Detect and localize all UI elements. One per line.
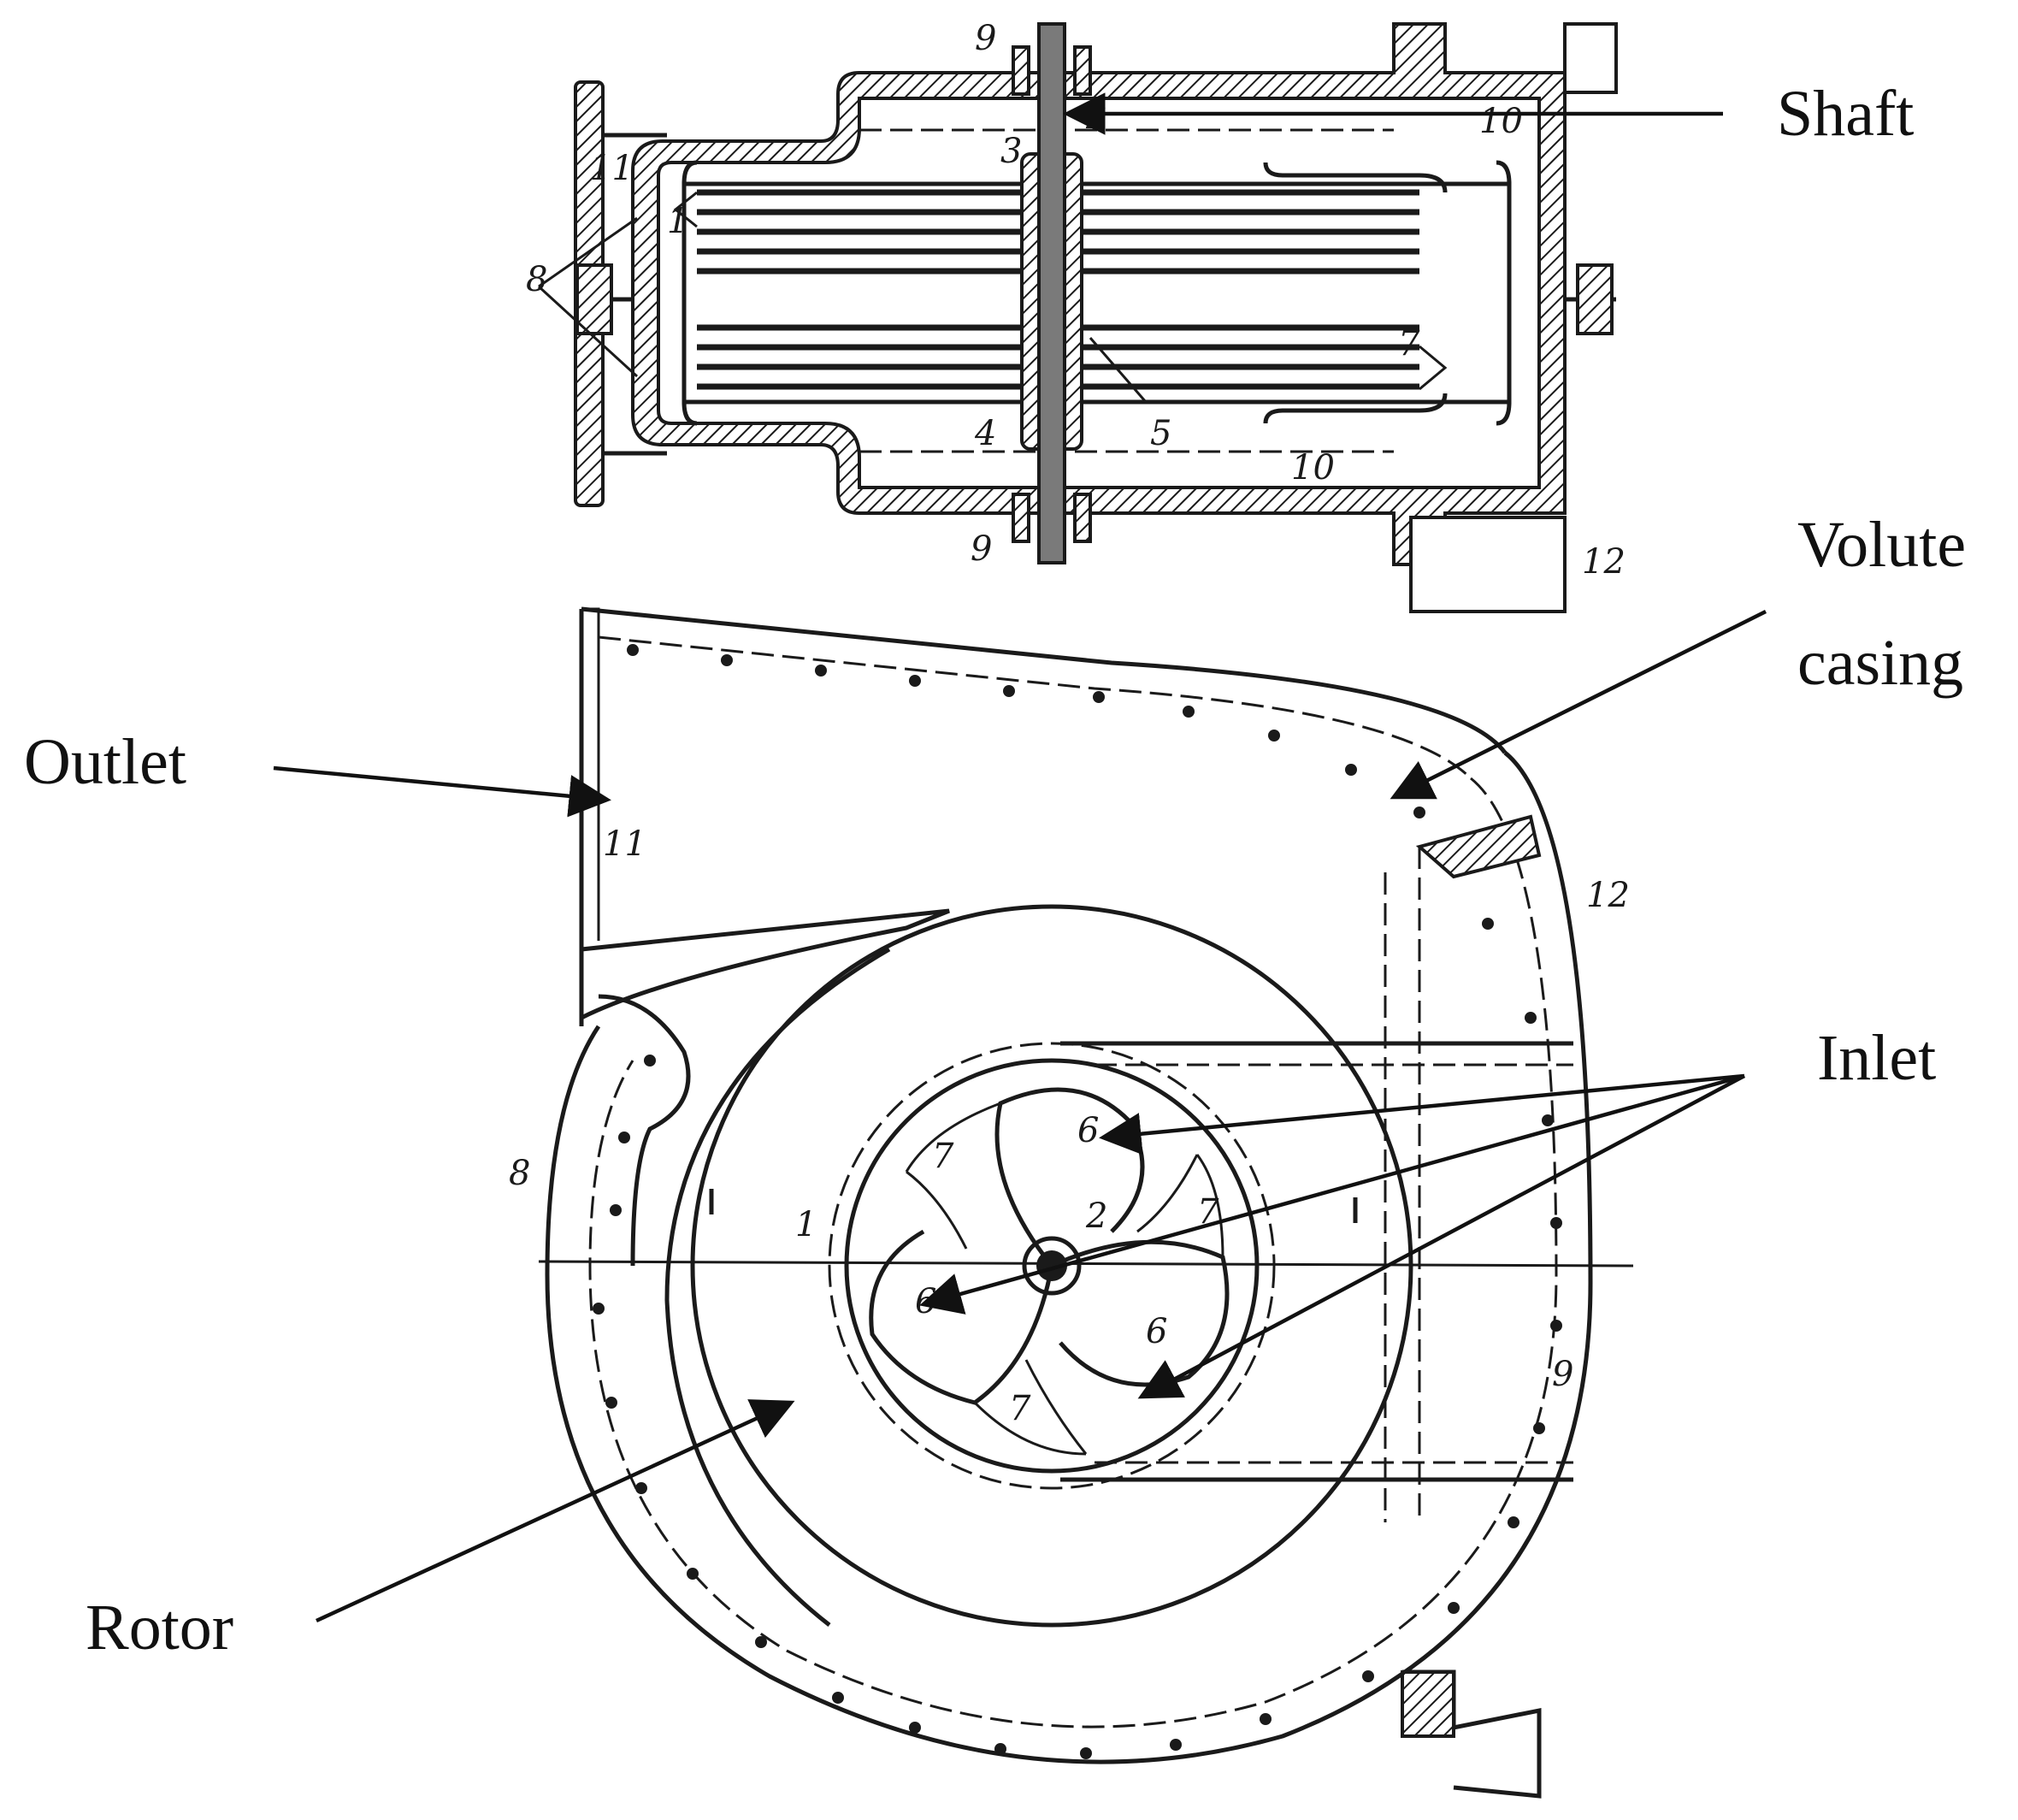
part-number-9-bottom: 9 [971,529,992,569]
part-number-4-top: 4 [974,414,996,453]
shaft-label: Shaft [1777,78,1914,150]
part-number-9-side: 9 [1552,1355,1573,1394]
shaft [1037,22,1066,564]
tie-rod-nut-left [575,263,613,335]
outlet-tongue [580,908,950,1020]
part-number-12-bottom: 12 [1586,876,1630,915]
cross-section-view: 11 12 8 1 6 6 6 7 7 7 2 9 [509,606,1634,1799]
part-number-7-top: 7 [1398,324,1420,363]
volute-casing-outer [545,751,1593,1764]
part-number-10-top: 10 [1479,102,1523,141]
part-number-8-bottom: 8 [509,1154,530,1193]
part-number-11-bottom: 11 [603,824,646,864]
part-number-10-bottom: 10 [1291,448,1335,488]
part-number-1-top: 1 [667,202,688,241]
housing-corners [682,160,1512,426]
part-number-12-top: 12 [1582,542,1626,582]
volute-inner-spiral [664,947,891,1627]
part-number-6-right: 6 [1146,1312,1167,1351]
outlet-arrow [273,765,611,818]
part-number-8-top: 8 [526,260,547,299]
part-number-3-top: 3 [1000,132,1022,171]
center-axis-line [538,1260,1634,1268]
outlet-lug [598,994,691,1267]
nozzle-leaders [537,216,639,378]
exhaust-flange-upper [1415,814,1542,879]
part-number-11-top: 11 [590,149,634,188]
inlet-vanes [869,1087,1230,1456]
inlet-arrow-left [919,1073,1745,1315]
longitudinal-section-view: 11 8 1 9 2 3 4 5 9 10 10 7 12 [526,19,1626,613]
part-number-9-top: 9 [975,19,996,58]
rotation-arrow-marks [709,1189,1358,1223]
inlet-arrow-upper [1099,1073,1745,1155]
volute-casing-label-line2: casing [1797,627,1963,699]
part-number-1-bottom: 1 [795,1205,817,1244]
part-number-7-upper: 7 [932,1137,954,1176]
exhaust-flange-lower [1401,1670,1455,1738]
inlet-ring-outer [844,1058,1260,1474]
spacer-leader [1089,337,1148,403]
bearing-bottom-right [1073,493,1092,543]
part-number-6-upper: 6 [1077,1111,1099,1150]
exhaust-vertical-dashed [1384,847,1421,1522]
tie-rod-nut-right [1576,263,1614,335]
bearing-top-right [1073,45,1092,96]
exhaust-channel-walls [1060,1041,1573,1482]
flange-bolt-holes [593,644,1562,1759]
volute-outer-top-wall [581,606,1507,754]
volute-flange-dash-top [598,635,1472,780]
outlet-label: Outlet [24,726,186,798]
bearing-bottom-left [1012,493,1030,543]
flange-bracket [603,133,667,456]
rotor-label: Rotor [86,1592,233,1663]
right-lower-box [1409,516,1567,613]
volute-casing-label-line1: Volute [1797,509,1966,581]
callouts: Shaft Volute casing Outlet Inlet Rotor [24,78,1966,1663]
shaft-hub-ring [1022,1236,1082,1296]
inlet-label: Inlet [1817,1022,1936,1094]
part-number-2-bottom: 2 [1085,1197,1107,1236]
part-number-7-bottom: 7 [1009,1389,1031,1428]
inlet-arrow-right [1137,1074,1746,1399]
right-upper-box [1563,22,1618,94]
volute-casing-arrow [1390,609,1767,800]
exhaust-channel-dashed [1095,1063,1573,1464]
outlet-duct-inner-wall [581,607,600,941]
shaft-cross-section [1036,1250,1067,1281]
part-number-2-top: 2 [1085,98,1107,137]
part-number-5-top: 5 [1150,414,1171,453]
inlet-ring-dashed [828,1042,1276,1490]
rotor-arrow [316,1399,795,1623]
bearing-top-left [1012,45,1030,96]
